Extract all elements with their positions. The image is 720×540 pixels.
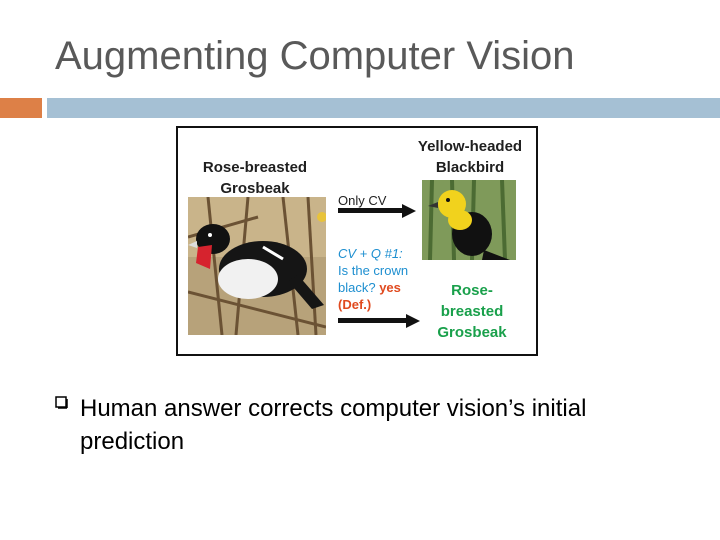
bird-recognition-figure: Rose-breasted Grosbeak Yellow-headed Bla… — [176, 126, 538, 356]
yellow-headed-blackbird-photo — [422, 180, 516, 260]
accent-bar-blue — [47, 98, 720, 118]
cv-q-answer-yes: yes — [379, 280, 401, 295]
hollow-square-bullet-icon — [55, 396, 68, 409]
bullet-text: Human answer corrects computer vision’s … — [80, 392, 680, 458]
only-cv-arrow-icon — [338, 204, 416, 218]
cv-q-question-end: black? — [338, 280, 376, 295]
rose-breasted-grosbeak-label: Rose-breasted Grosbeak — [200, 157, 310, 199]
cv-q-line2: Is the crown — [338, 262, 428, 279]
rose-breasted-grosbeak-photo — [188, 197, 326, 335]
cv-q-definitely: (Def.) — [338, 296, 428, 313]
cv-q-line3: black? yes — [338, 279, 428, 296]
yellow-headed-blackbird-label: Yellow-headed Blackbird — [410, 136, 530, 178]
cv-plus-question-label: CV + Q #1: Is the crown black? yes (Def.… — [338, 245, 428, 313]
corrected-prediction-label: Rose-breasted Grosbeak — [426, 280, 518, 343]
accent-bar-orange — [0, 98, 42, 118]
cv-q-arrow-icon — [338, 314, 420, 328]
cv-q-line1: CV + Q #1: — [338, 245, 428, 262]
slide-title: Augmenting Computer Vision — [55, 34, 575, 79]
